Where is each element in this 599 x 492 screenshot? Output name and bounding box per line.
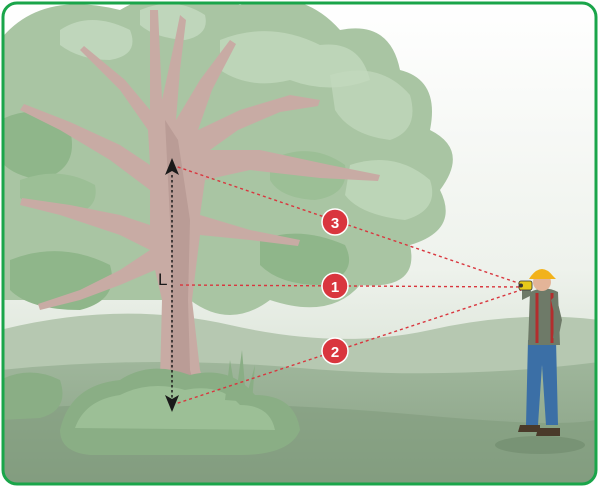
sightline-top <box>171 164 525 286</box>
marker-3: 3 <box>321 208 349 236</box>
marker-1-label: 1 <box>331 279 339 296</box>
surveyor-person <box>495 269 585 454</box>
sightline-bottom <box>171 288 525 406</box>
marker-2-label: 2 <box>331 344 339 361</box>
marker-1: 1 <box>321 272 349 300</box>
hard-hat-icon <box>529 269 556 279</box>
person-shadow <box>495 436 585 454</box>
jeans <box>526 340 558 425</box>
sightlines <box>171 164 525 406</box>
bushes <box>3 350 300 455</box>
arrowhead-down-icon <box>165 395 179 412</box>
marker-2: 2 <box>321 337 349 365</box>
arrowhead-up-icon <box>165 158 179 175</box>
length-label: L <box>158 270 167 289</box>
length-arrow: L <box>158 158 179 412</box>
marker-3-label: 3 <box>331 215 339 232</box>
